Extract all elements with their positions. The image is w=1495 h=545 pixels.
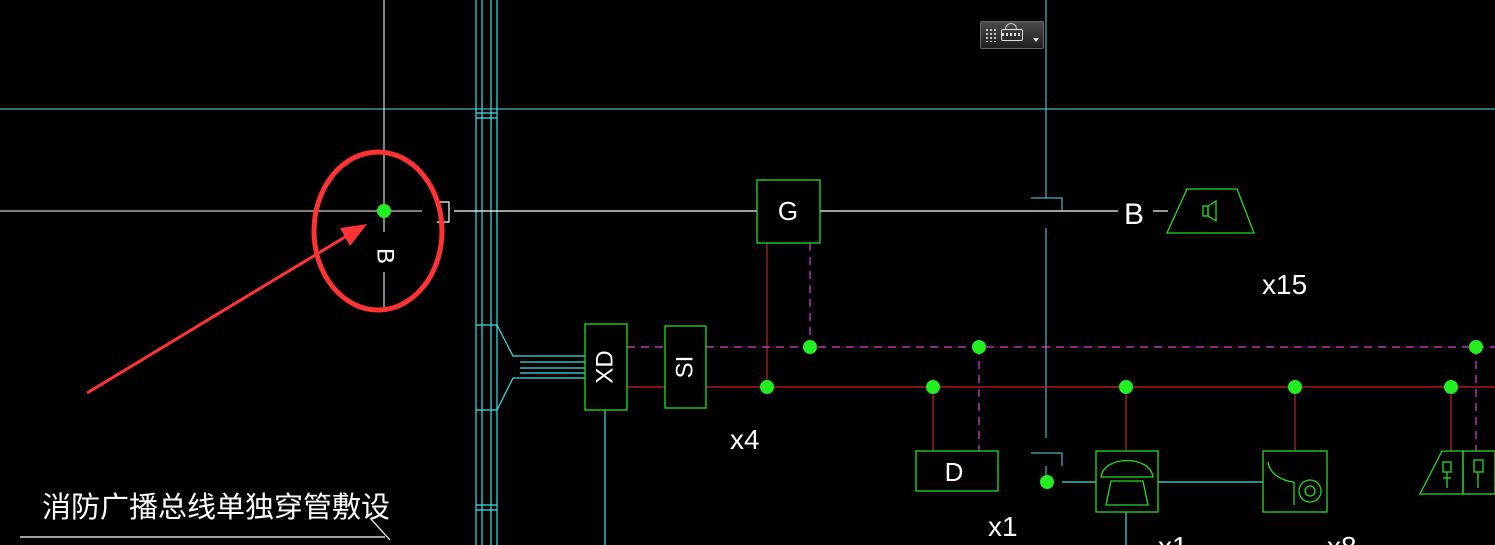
si-module-box [664, 325, 707, 409]
keyboard-icon-arc [1005, 23, 1017, 29]
d-module-box [915, 450, 999, 492]
keyboard-icon[interactable] [1001, 29, 1023, 41]
telephone-count: x1 [1158, 531, 1188, 545]
alarm-bell-box [1262, 450, 1328, 513]
cursor-letter-label: B [372, 248, 399, 264]
grip-icon[interactable] [985, 28, 997, 42]
annotation-arrow-head [340, 224, 367, 246]
xd-module-box [584, 323, 628, 411]
telephone-box [1095, 450, 1159, 513]
d-module-count: x1 [988, 511, 1018, 542]
g-module-label: G [778, 196, 798, 226]
connection-nodes [377, 204, 1483, 489]
chevron-down-icon[interactable] [1033, 38, 1039, 42]
module-count: x4 [730, 424, 760, 455]
si-module-label: SI [671, 356, 698, 379]
reference-grid [0, 0, 1495, 480]
speaker-count: x15 [1262, 269, 1307, 300]
annotation-markup [86, 149, 445, 395]
manual-alarm-icon [1418, 450, 1484, 495]
power-bus-dashed [627, 243, 1495, 451]
broadcast-bus [20, 201, 1168, 541]
floating-toolbar[interactable] [980, 21, 1044, 49]
crosshair-cursor [0, 0, 422, 312]
broadcast-note: 消防广播总线单独穿管敷设 [42, 491, 390, 524]
g-module-box [756, 179, 821, 244]
alarm-bell-icon [1267, 461, 1322, 505]
alarm-bell-count: x8 [1327, 531, 1357, 545]
highlight-circle [311, 149, 445, 313]
cursor-node [377, 204, 391, 218]
speaker-bus-label: B [1124, 198, 1144, 231]
d-module-label: D [945, 457, 964, 487]
annotation-arrow-shaft [86, 232, 351, 395]
vertical-trunk [475, 0, 1263, 545]
signal-bus [627, 243, 1495, 451]
speaker-icon [1165, 188, 1255, 234]
fire-telephone-icon [1100, 459, 1154, 506]
xd-module-label: XD [591, 350, 618, 383]
